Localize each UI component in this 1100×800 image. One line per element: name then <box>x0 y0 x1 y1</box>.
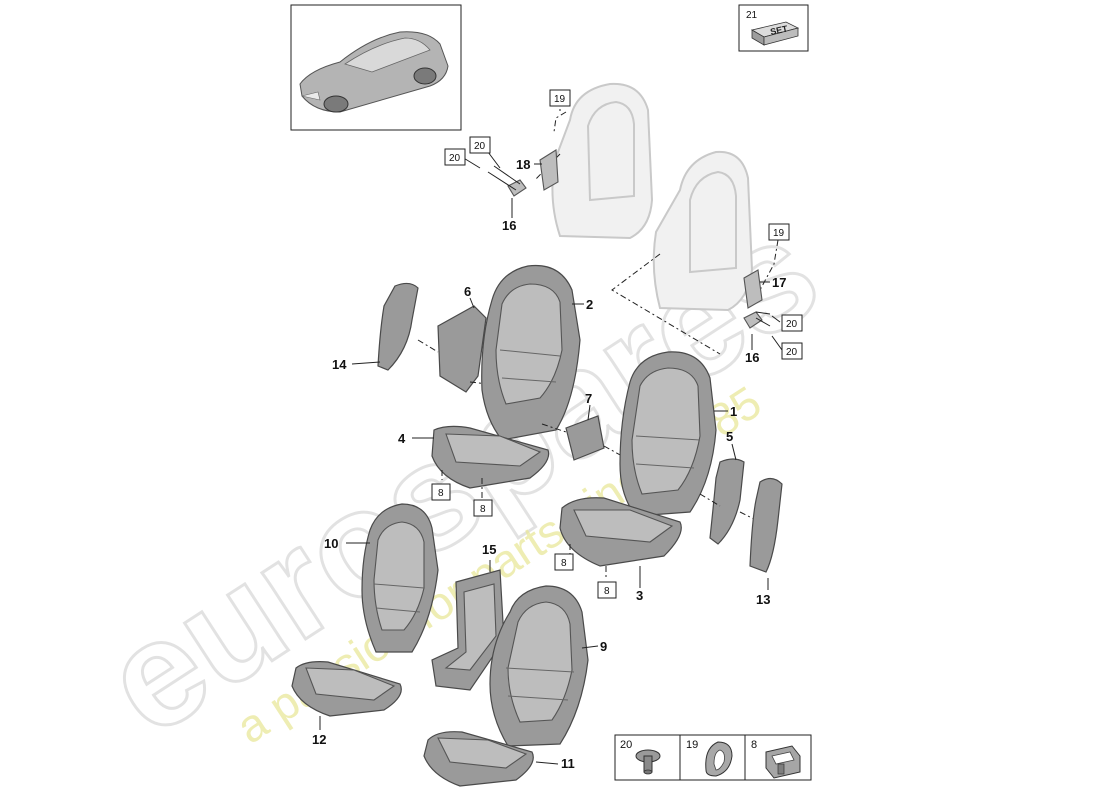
leader-lines <box>319 151 783 765</box>
legend-cell-8: 8 <box>751 739 801 779</box>
callout-7: 7 <box>585 391 592 406</box>
ref-box-20-b: 20 <box>444 148 466 166</box>
seat-cushion-11 <box>423 731 534 787</box>
callout-14: 14 <box>332 357 347 372</box>
fastener-legend: 20 19 8 <box>614 734 812 781</box>
svg-text:8: 8 <box>438 488 444 499</box>
callout-1: 1 <box>730 404 737 419</box>
callout-15: 15 <box>482 542 496 557</box>
callout-17: 17 <box>772 275 786 290</box>
callout-6: 6 <box>464 284 471 299</box>
set-box-label: SET <box>769 23 789 37</box>
ref-box-20-c: 20 <box>781 314 803 332</box>
svg-text:20: 20 <box>474 141 486 152</box>
ref-box-19-right: 19 <box>768 223 790 241</box>
set-kit-number: 21 <box>746 10 758 21</box>
backrest-cover-1 <box>619 351 717 517</box>
dash-line-frame <box>611 253 721 355</box>
dash-line-14 <box>417 339 439 353</box>
set-kit-badge: 21 SET <box>738 4 809 52</box>
callout-16-top: 16 <box>502 218 516 233</box>
legend-number-8: 8 <box>751 739 757 751</box>
backrest-cover-10 <box>361 503 439 653</box>
boxed-references: 19 19 20 20 20 20 8 8 <box>431 89 803 599</box>
callout-numbers: 1 2 3 4 5 6 7 9 10 11 12 13 14 15 16 16 … <box>312 157 786 771</box>
ref-box-20-d: 20 <box>781 342 803 360</box>
callout-18: 18 <box>516 157 530 172</box>
svg-text:20: 20 <box>786 319 798 330</box>
callout-2: 2 <box>586 297 593 312</box>
callout-5: 5 <box>726 429 733 444</box>
svg-text:20: 20 <box>786 347 798 358</box>
legend-cell-20: 20 <box>620 739 661 775</box>
car-thumbnail <box>290 4 462 131</box>
svg-text:19: 19 <box>554 94 566 105</box>
bolt-16b <box>743 311 771 329</box>
ref-box-8-c: 8 <box>554 553 574 571</box>
ref-box-8-a: 8 <box>431 483 451 501</box>
legend-number-20: 20 <box>620 739 632 751</box>
svg-text:8: 8 <box>480 504 486 515</box>
callout-12: 12 <box>312 732 326 747</box>
side-trim-13 <box>749 477 783 573</box>
backrest-cover-9 <box>489 585 589 747</box>
svg-text:8: 8 <box>604 586 610 597</box>
legend-number-19: 19 <box>686 739 698 751</box>
callout-13: 13 <box>756 592 770 607</box>
dash-line-19b <box>759 239 779 291</box>
callout-3: 3 <box>636 588 643 603</box>
ref-box-8-b: 8 <box>473 499 493 517</box>
backrest-panel-15 <box>431 569 505 691</box>
padding-block-7 <box>565 415 605 461</box>
backrest-frame-rear <box>551 82 654 240</box>
ref-box-8-d: 8 <box>597 581 617 599</box>
clip-bracket-icon <box>765 745 801 779</box>
dash-line-19a <box>553 111 567 133</box>
callout-11: 11 <box>561 756 575 771</box>
bolt-16a <box>487 165 527 197</box>
callout-9: 9 <box>600 639 607 654</box>
seat-cushion-12 <box>291 661 402 717</box>
svg-text:19: 19 <box>773 228 785 239</box>
side-trim-5 <box>709 458 745 545</box>
seat-cushion-4 <box>431 425 550 489</box>
recliner-bracket-17 <box>743 269 763 309</box>
side-trim-14 <box>377 282 419 371</box>
recliner-bracket-18 <box>539 149 559 191</box>
callout-4: 4 <box>398 431 406 446</box>
seat-cushion-3 <box>559 497 682 567</box>
clip-ring-icon <box>705 741 733 777</box>
backrest-cover-2 <box>481 264 581 441</box>
callout-16-right: 16 <box>745 350 759 365</box>
set-box-icon: SET <box>750 21 800 46</box>
car-illustration <box>299 31 449 113</box>
bolt-icon <box>635 749 661 775</box>
legend-cell-19: 19 <box>686 739 733 777</box>
svg-text:8: 8 <box>561 558 567 569</box>
callout-10: 10 <box>324 536 338 551</box>
svg-text:20: 20 <box>449 153 461 164</box>
backrest-frame-front <box>652 150 754 312</box>
bolster-panel-6 <box>437 305 487 393</box>
dash-line-7 <box>541 423 623 457</box>
ref-box-20-a: 20 <box>469 136 491 154</box>
ref-box-19-top: 19 <box>549 89 571 107</box>
